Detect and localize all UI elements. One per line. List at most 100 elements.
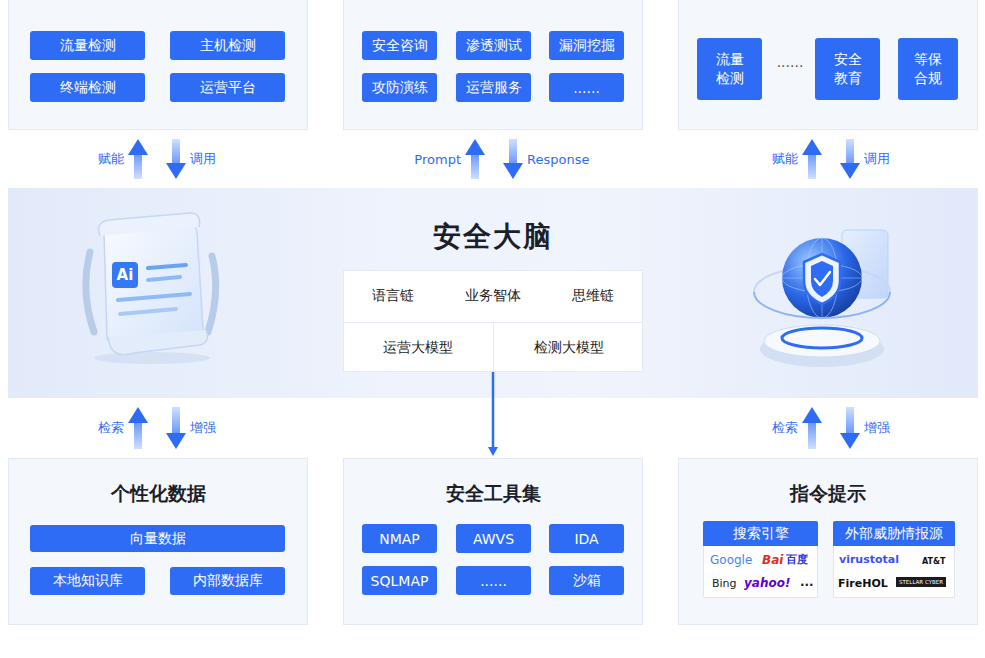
button-label: ...... <box>480 573 507 589</box>
illustration-shape <box>782 238 862 318</box>
flow-arrow <box>846 407 854 433</box>
panel-box: 安全工具集 NMAP AWVS IDA SQLMAP...... 沙箱 <box>343 458 643 625</box>
service-button: 流量 检测 <box>697 38 762 100</box>
logo-text: virustotal <box>839 553 899 567</box>
service-button: 渗透测试 <box>456 31 531 60</box>
panel-title: 个性化数据 <box>9 481 307 507</box>
model-cell: 运营大模型 <box>343 322 493 372</box>
button-label: NMAP <box>379 531 420 547</box>
button-label: 安全咨询 <box>372 37 428 55</box>
model-label: 语言链 <box>372 287 414 305</box>
logo-text: 百度 <box>786 553 808 567</box>
logo-text: Google <box>710 553 752 567</box>
service-button: 流量检测 <box>30 31 145 60</box>
illustration-shape <box>782 264 862 292</box>
service-button: ...... <box>456 566 531 595</box>
model-label: 运营大模型 <box>383 339 453 357</box>
service-button: 本地知识库 <box>30 567 145 595</box>
source-title: 外部威胁情报源 <box>833 521 955 546</box>
flow-arrow <box>808 423 816 449</box>
logo-text: STELLAR CYBER <box>896 577 946 587</box>
button-label: 渗透测试 <box>466 37 522 55</box>
illustration-shape <box>120 309 176 314</box>
arrow-label: 调用 <box>190 150 216 168</box>
illustration-shape <box>86 252 94 332</box>
service-button: IDA <box>549 524 624 553</box>
arrow-label: 增强 <box>190 419 216 437</box>
brain-band: 安全大脑语言链 业务智体 思维链运营大模型 检测大模型 <box>8 188 978 398</box>
illustration-shape <box>815 272 830 285</box>
logo-text: yahoo! <box>744 576 790 590</box>
service-button: 漏洞挖掘 <box>549 31 624 60</box>
illustration-shape <box>764 325 880 357</box>
button-label: SQLMAP <box>371 573 429 589</box>
logo-text: AT&T <box>922 555 945 569</box>
illustration-shape <box>99 213 200 236</box>
button-label: ...... <box>573 80 600 96</box>
arrow-label: 增强 <box>864 419 890 437</box>
illustration-shape <box>804 254 840 304</box>
model-cell: 业务智体 <box>443 270 543 322</box>
service-button: SQLMAP <box>362 566 437 595</box>
model-cell: 语言链 <box>343 270 443 322</box>
service-button: 运营平台 <box>170 73 285 102</box>
flow-arrow <box>172 407 180 433</box>
service-button: 向量数据 <box>30 525 285 552</box>
button-label: 安全 教育 <box>833 50 863 88</box>
illustration-shape <box>112 262 138 288</box>
arrow-label: 检索 <box>98 419 124 437</box>
illustration-shape <box>94 352 210 364</box>
illustration-shape <box>811 261 833 297</box>
logo-text: FireHOL <box>838 577 888 591</box>
flow-arrow <box>172 139 180 163</box>
button-label: 攻防演练 <box>372 79 428 97</box>
button-label: 漏洞挖掘 <box>559 37 615 55</box>
brain-title: 安全大脑 <box>8 218 978 256</box>
source-box: 搜索引擎GoogleBai百度Bingyahoo!... <box>703 521 818 598</box>
panel-box: 流量检测 主机检测终端检测 运营平台 <box>8 0 308 130</box>
button-label: 沙箱 <box>573 572 601 590</box>
illustration-shape <box>148 265 186 268</box>
illustration-shape <box>148 277 180 280</box>
button-label: 主机检测 <box>200 37 256 55</box>
service-button: AWVS <box>456 524 531 553</box>
logo-text: Bai <box>762 553 783 567</box>
button-label: 向量数据 <box>130 530 186 548</box>
illustration-shape <box>118 294 190 300</box>
service-button: 安全 教育 <box>815 38 880 100</box>
model-cell: 检测大模型 <box>493 322 643 372</box>
button-label: 本地知识库 <box>53 572 123 590</box>
service-button: 沙箱 <box>549 566 624 595</box>
arrow-label: 检索 <box>772 419 798 437</box>
service-button: 安全咨询 <box>362 31 437 60</box>
illustration-shape <box>806 238 838 318</box>
arrow-label: 赋能 <box>98 150 124 168</box>
flow-arrow <box>808 155 816 179</box>
flow-arrow <box>134 423 142 449</box>
service-button: 内部数据库 <box>170 567 285 595</box>
logo-text: ... <box>800 575 814 589</box>
model-cell: 思维链 <box>543 270 643 322</box>
model-label: 业务智体 <box>465 287 521 305</box>
arrow-label: 调用 <box>864 150 890 168</box>
arrow-label: Prompt <box>414 152 461 167</box>
illustration-shape <box>760 331 884 367</box>
security-globe-illustration <box>754 230 890 367</box>
source-box: 外部威胁情报源 virustotal AT&T FireHOL STELLAR CYBE… <box>833 521 955 598</box>
illustration-shape <box>108 330 208 355</box>
panel-title: 指令提示 <box>679 481 977 507</box>
illustration-shape <box>782 238 862 318</box>
illustration-shape <box>104 224 203 344</box>
service-button: 终端检测 <box>30 73 145 102</box>
ai-scroll-illustration <box>86 213 216 364</box>
illustration-shape <box>754 266 890 292</box>
service-button: 运营服务 <box>456 73 531 102</box>
flow-arrow <box>471 155 479 179</box>
button-label: 终端检测 <box>60 79 116 97</box>
button-label: AWVS <box>473 531 514 547</box>
service-button: 主机检测 <box>170 31 285 60</box>
panel-title: 安全工具集 <box>344 481 642 507</box>
illustration-shape <box>208 256 216 332</box>
source-title: 搜索引擎 <box>703 521 818 546</box>
